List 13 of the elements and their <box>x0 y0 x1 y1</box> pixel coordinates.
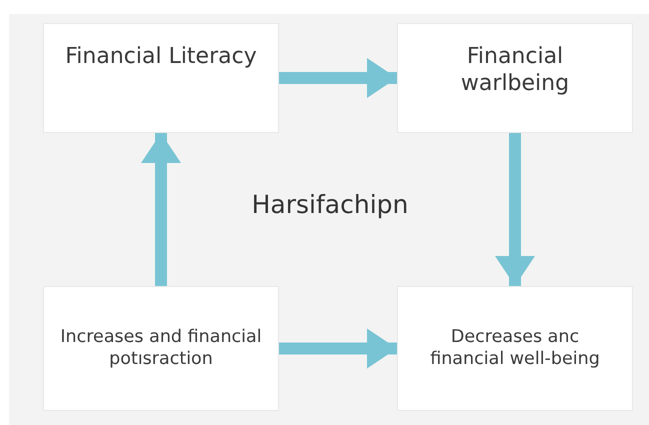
text-box <box>43 286 279 411</box>
arrow <box>141 133 181 286</box>
box-label: Financial warlbeing <box>460 44 570 98</box>
box-label: Decreases anc financial well-being <box>429 327 601 370</box>
box-label: Financial Literacy <box>65 44 257 71</box>
text-box <box>43 23 279 133</box>
box-label: Increases and financial potısraction <box>59 327 263 370</box>
arrow <box>279 58 397 98</box>
text-box <box>397 286 633 411</box>
diagram-title: Harsifachipn <box>250 190 410 219</box>
arrow <box>495 133 535 286</box>
text-box <box>397 23 633 133</box>
arrow <box>279 328 397 368</box>
